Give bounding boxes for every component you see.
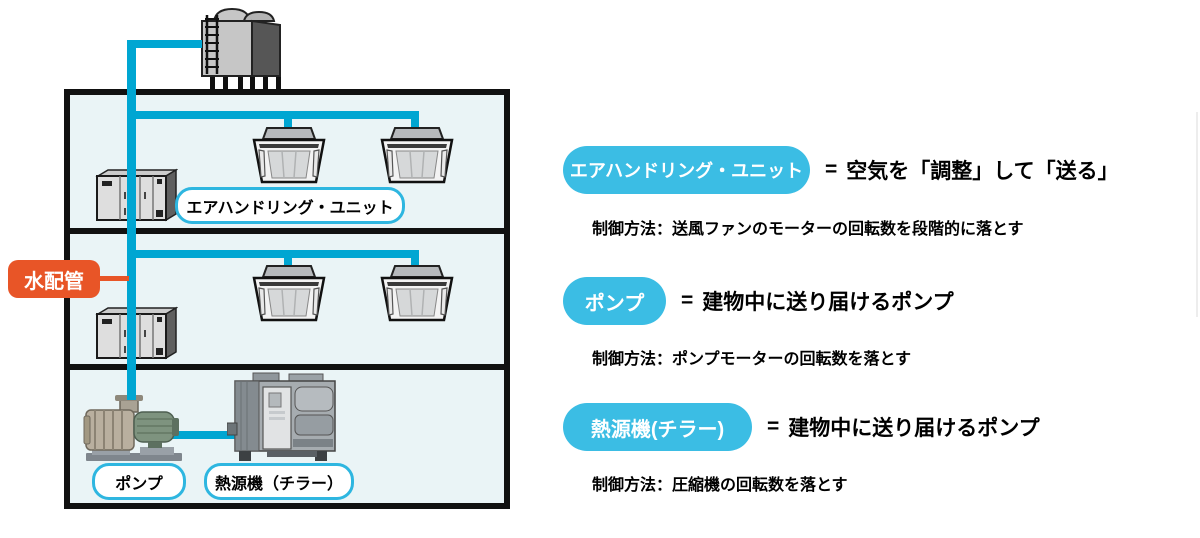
chiller-definition: = 建物中に送り届けるポンプ — [767, 412, 1040, 442]
pump-icon — [82, 390, 187, 464]
main-riser-pipe — [127, 40, 136, 400]
pipe-drop — [284, 117, 292, 131]
pump-chiller-pipe — [162, 431, 240, 439]
ahu-pill: エアハンドリング・ユニット — [563, 146, 810, 194]
chiller-control-method: 制御方法：圧縮機の回転数を落とす — [592, 477, 848, 494]
cooling-tower-icon — [190, 4, 295, 90]
ceiling-cassette-icon — [379, 264, 455, 322]
air-handling-unit-icon — [94, 166, 178, 222]
floor-divider — [64, 364, 510, 370]
ceiling-cassette-icon — [379, 126, 455, 184]
page-edge-line — [1196, 112, 1198, 317]
equals-sign: = — [681, 289, 694, 312]
pump-diagram-label: ポンプ — [92, 463, 186, 500]
floor1-pipe — [130, 111, 419, 119]
pipe-drop — [411, 117, 419, 131]
ahu-definition: = 空気を「調整」して「送る」 — [825, 155, 1119, 185]
pump-description: 建物中に送り届けるポンプ — [702, 291, 954, 314]
pipe-drop — [284, 256, 292, 270]
ceiling-cassette-icon — [251, 126, 327, 184]
ahu-description: 空気を「調整」して「送る」 — [846, 160, 1119, 183]
chiller-diagram-label: 熱源機（チラー） — [204, 463, 354, 500]
ahu-control-method: 制御方法：送風ファンのモーターの回転数を段階的に落とす — [592, 221, 1024, 238]
pump-definition: = 建物中に送り届けるポンプ — [681, 286, 954, 316]
ahu-diagram-label: エアハンドリング・ユニット — [175, 187, 405, 224]
air-handling-unit-icon — [94, 304, 178, 360]
floor-divider — [64, 228, 510, 234]
pipe-drop — [411, 256, 419, 270]
tower-pipe — [130, 40, 202, 48]
legend-row-chiller: 熱源機(チラー) = 建物中に送り届けるポンプ — [563, 403, 1040, 451]
chiller-description: 建物中に送り届けるポンプ — [788, 417, 1040, 440]
pump-control-method: 制御方法：ポンプモーターの回転数を落とす — [592, 351, 912, 368]
ceiling-cassette-icon — [251, 264, 327, 322]
chiller-pill: 熱源機(チラー) — [563, 403, 752, 451]
chiller-icon — [227, 371, 342, 463]
floor2-pipe — [130, 250, 419, 258]
legend-row-ahu: エアハンドリング・ユニット = 空気を「調整」して「送る」 — [563, 146, 1119, 194]
equals-sign: = — [767, 415, 780, 438]
pump-pill: ポンプ — [563, 277, 666, 325]
equals-sign: = — [825, 158, 838, 181]
legend-row-pump: ポンプ = 建物中に送り届けるポンプ — [563, 277, 954, 325]
water-pipe-label: 水配管 — [8, 260, 100, 298]
water-pipe-connector — [98, 276, 129, 281]
